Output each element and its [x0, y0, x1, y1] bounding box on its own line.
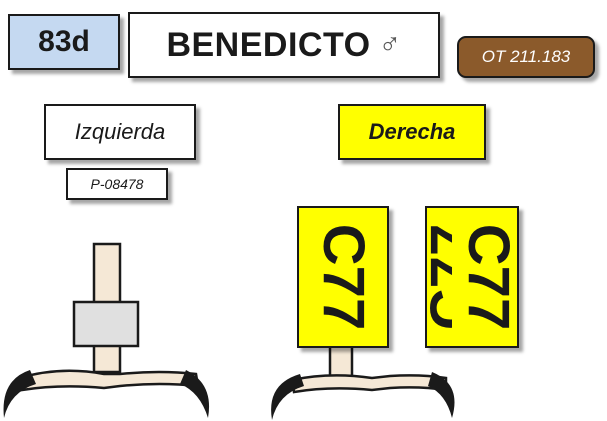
right-leg-label-text: Derecha — [368, 119, 456, 144]
age-badge: 83d — [8, 14, 120, 70]
left-ring-code: P-08478 — [90, 176, 144, 192]
left-claw-front — [3, 370, 36, 418]
left-leg-label-text: Izquierda — [74, 119, 166, 144]
right-ring-code-back: C77 — [456, 223, 521, 331]
left-leg-label: Izquierda — [44, 104, 196, 160]
right-ring-front: C77 — [297, 206, 389, 348]
bird-name-box: BENEDICTO ♂ — [128, 12, 440, 78]
right-claw-back — [428, 372, 455, 418]
right-foot — [290, 374, 448, 394]
left-metal-ring — [72, 300, 140, 348]
bird-name: BENEDICTO — [166, 25, 371, 64]
left-foot — [18, 369, 200, 392]
ot-code: OT 211.183 — [481, 47, 571, 66]
right-ring-back: C77 C77 — [425, 206, 521, 348]
right-leg-label: Derecha — [338, 104, 486, 160]
left-ring-code-box: P-08478 — [66, 168, 168, 200]
left-claw-back — [180, 370, 210, 418]
right-ring-code-front: C77 — [311, 223, 376, 331]
right-claw-front — [271, 374, 304, 420]
ot-badge: OT 211.183 — [457, 36, 595, 78]
right-leg — [271, 338, 455, 420]
age-text: 83d — [38, 25, 90, 58]
male-symbol-icon: ♂ — [378, 28, 402, 61]
left-leg — [3, 242, 210, 418]
